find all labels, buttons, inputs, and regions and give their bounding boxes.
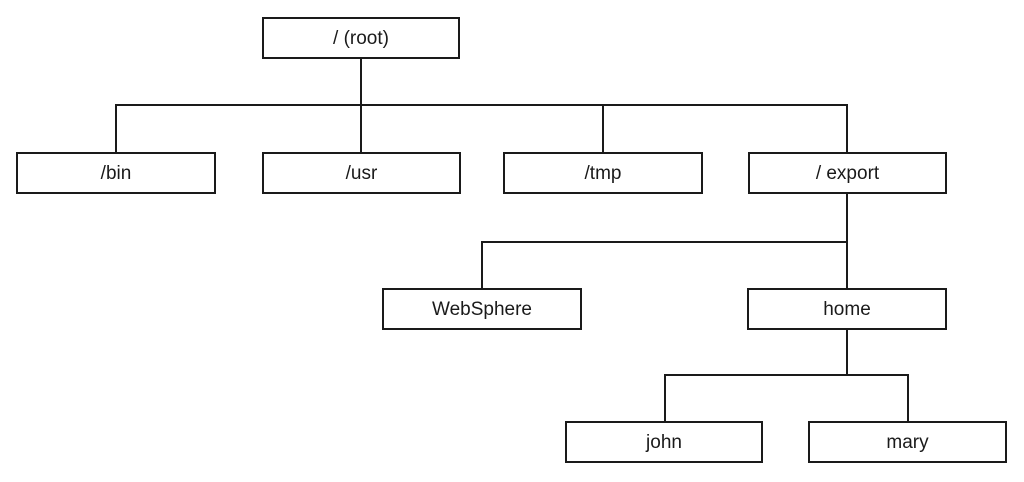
node-root: / (root) — [262, 17, 460, 59]
connector-root-children-bus — [115, 104, 848, 106]
node-usr: /usr — [262, 152, 461, 194]
connector-websphere-drop — [481, 242, 483, 288]
connector-root-drop — [360, 59, 362, 106]
connector-export-down — [846, 194, 848, 243]
connector-mary-drop — [907, 375, 909, 421]
connector-john-drop — [664, 375, 666, 421]
node-export-label: / export — [815, 162, 880, 184]
node-export: / export — [748, 152, 947, 194]
node-root-label: / (root) — [333, 27, 389, 49]
connector-home-children-bus — [664, 374, 909, 376]
node-mary-label: mary — [886, 431, 929, 453]
node-home-label: home — [823, 298, 871, 320]
connector-tmp-drop — [602, 105, 604, 152]
connector-export-drop — [846, 105, 848, 152]
connector-home-drop — [846, 242, 848, 288]
node-john: john — [565, 421, 763, 463]
node-websphere-label: WebSphere — [432, 298, 532, 320]
node-bin: /bin — [16, 152, 216, 194]
node-mary: mary — [808, 421, 1007, 463]
connector-home-down — [846, 330, 848, 376]
node-home: home — [747, 288, 947, 330]
node-john-label: john — [646, 431, 682, 453]
node-tmp-label: /tmp — [584, 162, 622, 184]
node-websphere: WebSphere — [382, 288, 582, 330]
connector-usr-drop — [360, 105, 362, 152]
connector-export-children-bus — [481, 241, 848, 243]
connector-bin-drop — [115, 105, 117, 152]
node-usr-label: /usr — [345, 162, 378, 184]
node-bin-label: /bin — [100, 162, 132, 184]
node-tmp: /tmp — [503, 152, 703, 194]
